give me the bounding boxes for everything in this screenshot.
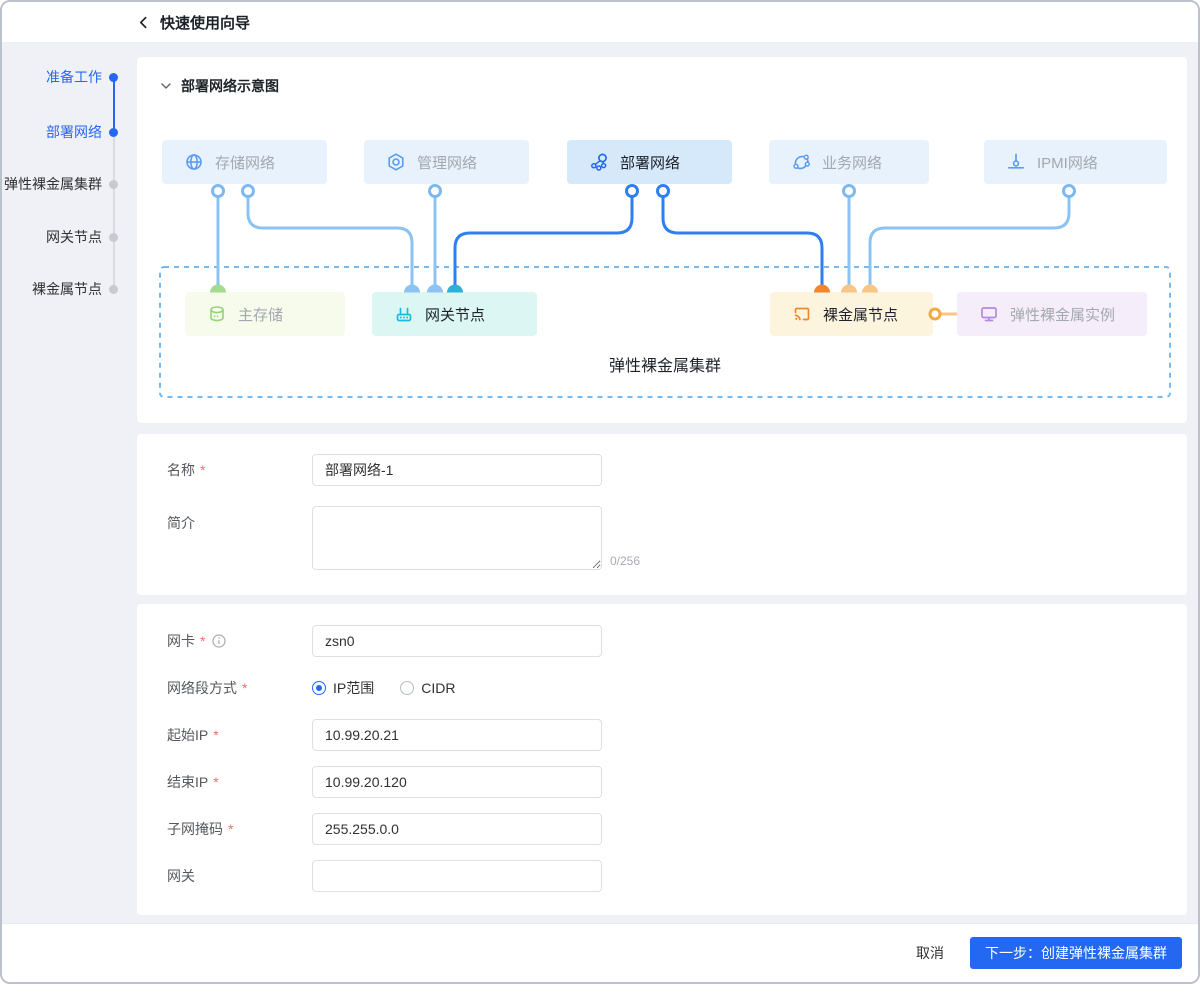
description-textarea[interactable]: [312, 506, 602, 570]
gateway-input[interactable]: [312, 860, 602, 892]
node-box-gateway: 网关节点: [372, 292, 537, 336]
cluster-icon: [793, 154, 810, 170]
diagram-section-title: 部署网络示意图: [181, 78, 279, 94]
end-ip-label: 结束IP*: [167, 774, 219, 790]
step-connector: [113, 132, 115, 289]
node-box-primary-storage: 主存储: [185, 292, 345, 336]
radio-unselected-icon: [400, 681, 415, 695]
description-label: 简介: [167, 515, 195, 531]
step-item-gateway[interactable]: 网关节点: [46, 229, 102, 245]
step-dot: [109, 284, 118, 294]
segment-mode-label: 网络段方式*: [167, 680, 248, 696]
node-label: 主存储: [238, 306, 284, 324]
network-label: 存储网络: [215, 154, 276, 172]
top-bar: 快速使用向导: [2, 2, 1198, 43]
step-item-network[interactable]: 部署网络: [46, 124, 102, 140]
network-label: IPMI网络: [1037, 154, 1098, 172]
node-box-baremetal: 裸金属节点: [770, 292, 933, 336]
network-box-deployment: 部署网络: [567, 140, 732, 184]
share-nodes-icon: [591, 153, 607, 171]
next-step-button[interactable]: 下一步：创建弹性裸金属集群: [970, 937, 1182, 969]
node-junction-icon: [1007, 153, 1025, 169]
globe-icon: [186, 154, 202, 170]
node-label: 弹性裸金属实例: [1010, 306, 1116, 324]
step-rail: 准备工作 部署网络 弹性裸金属集群 网关节点 裸金属节点: [2, 43, 137, 363]
hexagon-settings-icon: [388, 153, 404, 171]
network-label: 部署网络: [620, 154, 681, 172]
cancel-button[interactable]: 取消: [916, 945, 944, 961]
network-box-ipmi: IPMI网络: [984, 140, 1167, 184]
end-ip-input[interactable]: [312, 766, 602, 798]
router-icon: [396, 307, 412, 322]
cluster-label: 弹性裸金属集群: [608, 358, 721, 375]
node-label: 裸金属节点: [823, 306, 899, 324]
name-label: 名称*: [167, 462, 206, 478]
start-ip-input[interactable]: [312, 719, 602, 751]
step-dot: [109, 232, 118, 242]
name-input[interactable]: [312, 454, 602, 486]
network-form-panel: 网卡* 网络段方式* IP范围 CIDR 起始IP* 结束I: [137, 604, 1187, 915]
nic-label: 网卡*: [167, 631, 312, 651]
node-label: 网关节点: [425, 306, 486, 324]
info-icon[interactable]: [212, 634, 227, 648]
basic-form-panel: 名称* 简介 0/256: [137, 434, 1187, 595]
back-icon[interactable]: [137, 16, 150, 29]
network-box-business: 业务网络: [769, 140, 929, 184]
radio-selected-icon: [312, 681, 326, 695]
step-item-prepare[interactable]: 准备工作: [46, 69, 102, 85]
network-box-management: 管理网络: [364, 140, 529, 184]
network-label: 业务网络: [822, 154, 883, 172]
radio-label: CIDR: [421, 680, 456, 696]
diagram-section-toggle[interactable]: 部署网络示意图: [137, 57, 279, 115]
step-dot: [109, 72, 118, 82]
step-connector-active: [113, 77, 115, 132]
step-item-cluster[interactable]: 弹性裸金属集群: [4, 176, 102, 192]
cast-icon: [794, 307, 810, 321]
char-counter: 0/256: [610, 554, 641, 568]
network-label: 管理网络: [417, 154, 478, 172]
gateway-label: 网关: [167, 868, 195, 884]
monitor-icon: [981, 307, 997, 322]
chevron-down-icon: [161, 83, 171, 89]
diagram-panel: 部署网络示意图 存储网络 管理网络 部署网络 业务网络 IPMI网络 主存储: [137, 57, 1187, 423]
footer-bar: 取消 下一步：创建弹性裸金属集群: [2, 923, 1198, 982]
page-title: 快速使用向导: [160, 14, 251, 32]
radio-ip-range[interactable]: IP范围: [312, 678, 374, 698]
start-ip-label: 起始IP*: [167, 727, 219, 743]
database-icon: [210, 306, 224, 322]
node-box-instance: 弹性裸金属实例: [957, 292, 1147, 336]
subnet-mask-label: 子网掩码*: [167, 821, 234, 837]
radio-label: IP范围: [333, 680, 375, 696]
radio-cidr[interactable]: CIDR: [400, 680, 455, 696]
step-dot: [109, 179, 118, 189]
step-item-baremetal[interactable]: 裸金属节点: [32, 281, 102, 297]
network-box-storage: 存储网络: [162, 140, 327, 184]
nic-input[interactable]: [312, 625, 602, 657]
subnet-mask-input[interactable]: [312, 813, 602, 845]
step-dot: [109, 127, 118, 137]
